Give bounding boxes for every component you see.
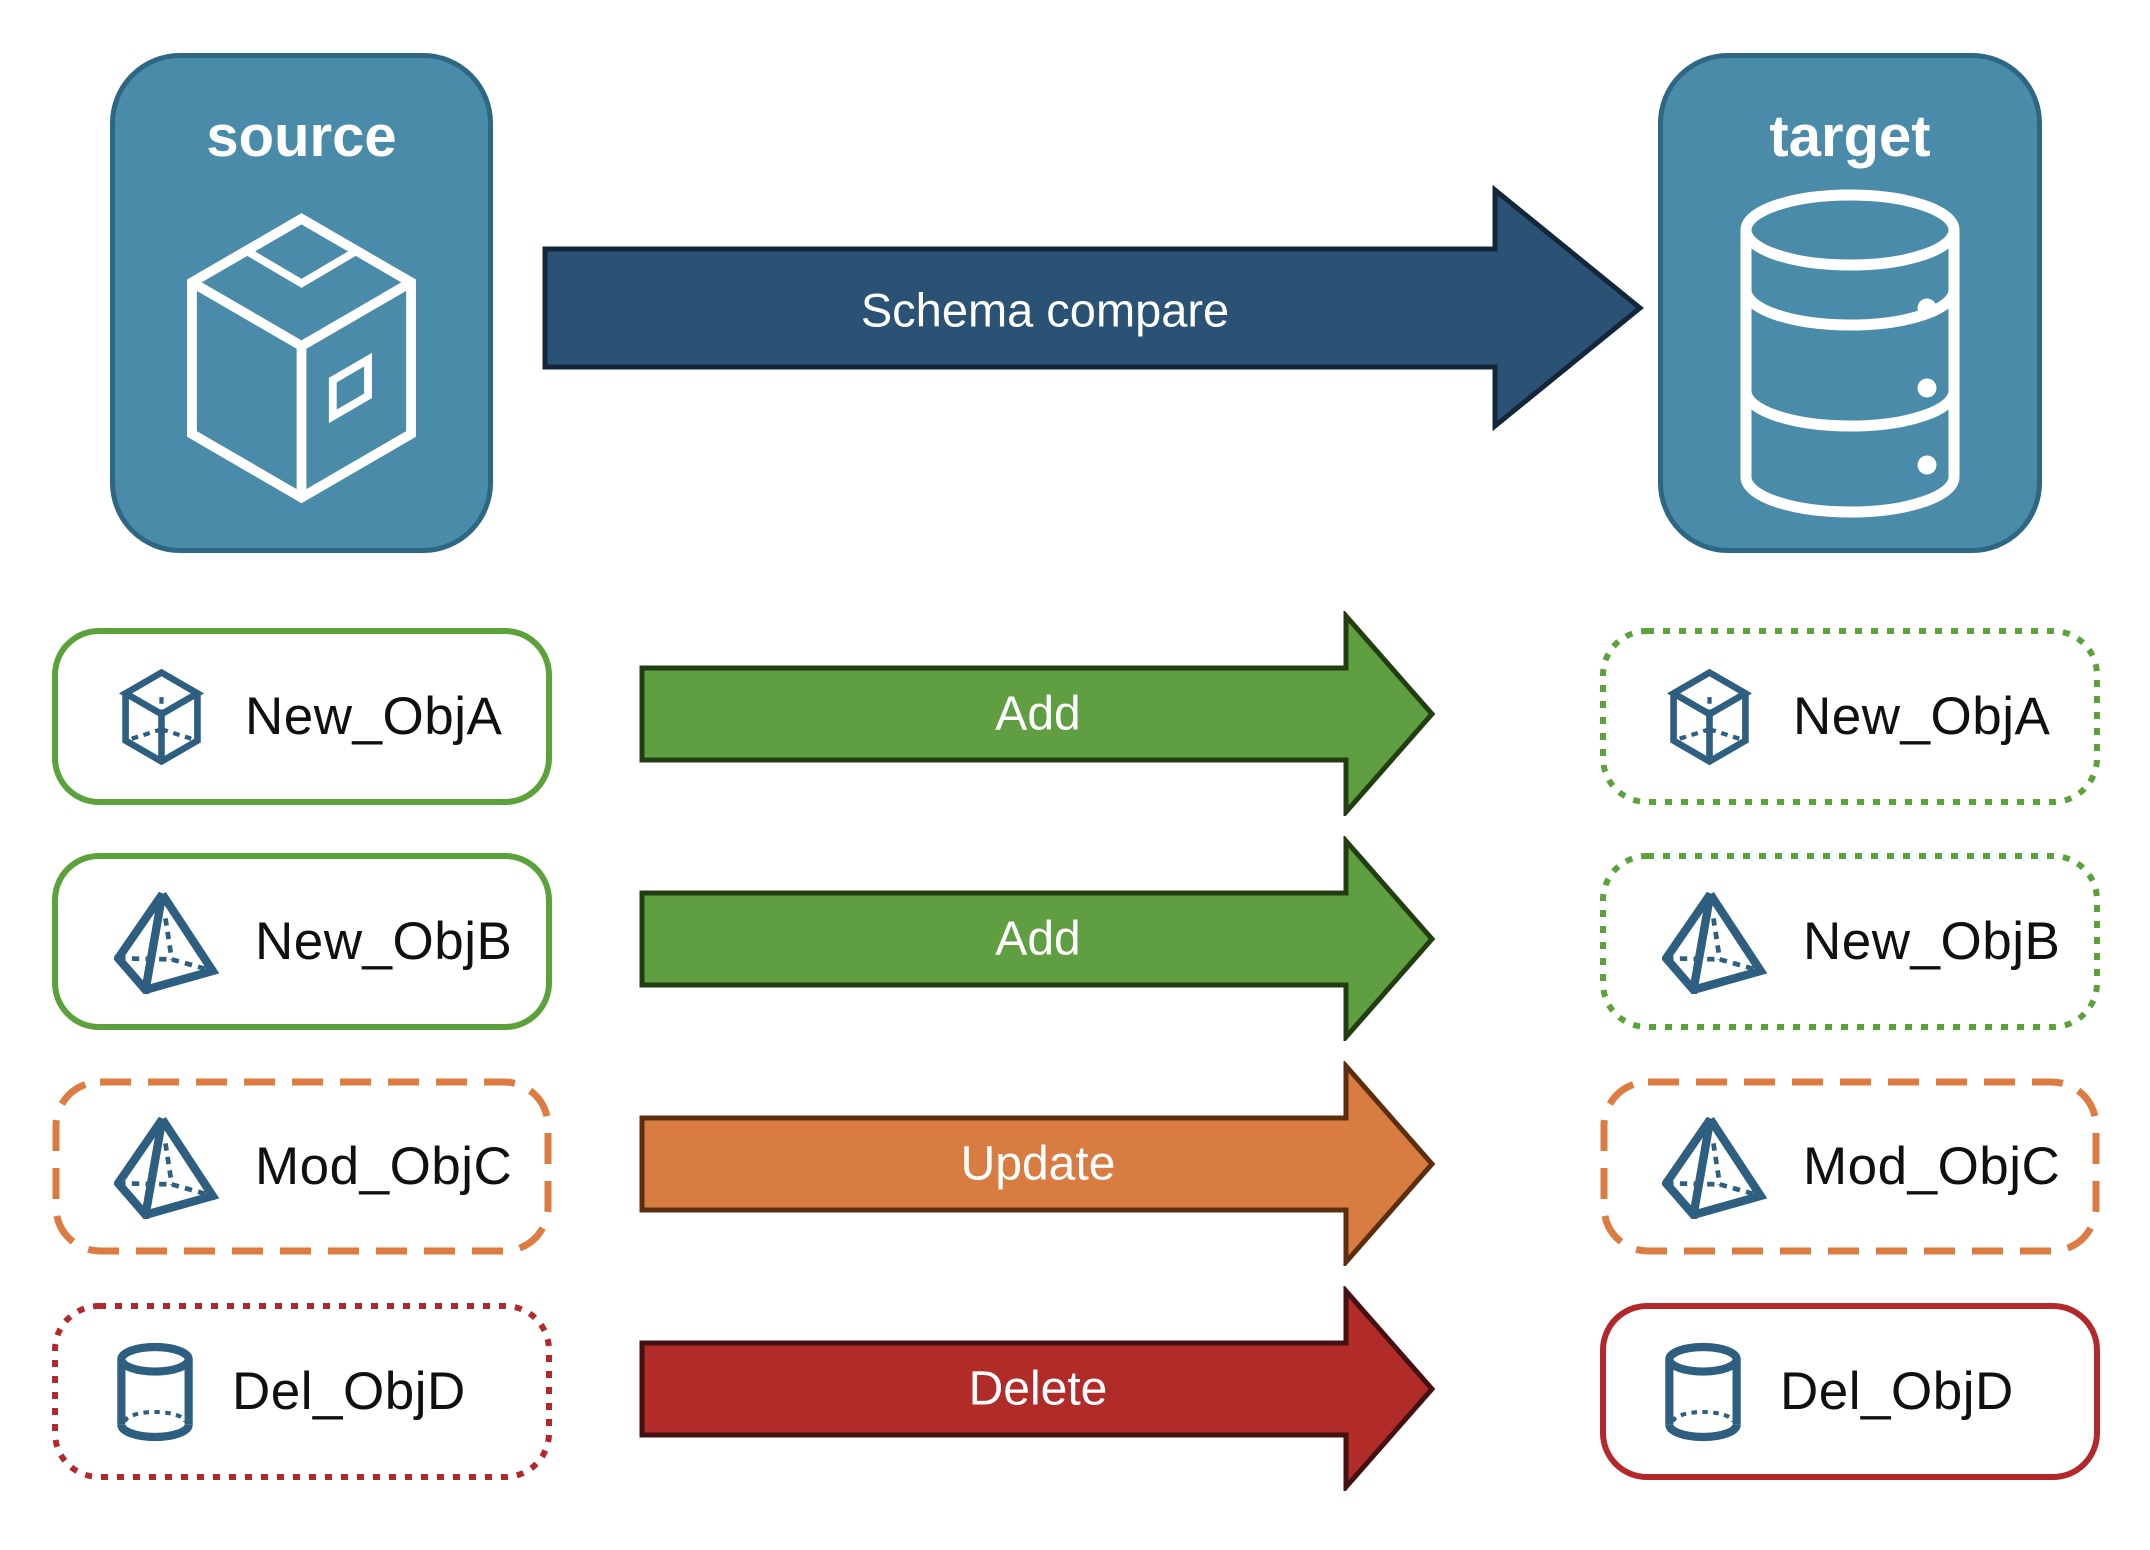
object-label: Del_ObjD [1780, 1362, 2014, 1421]
source-object-del-objd: Del_ObjD [52, 1303, 552, 1480]
object-label: New_ObjA [245, 687, 503, 746]
object-label: Mod_ObjC [255, 1137, 513, 1196]
delete-arrow-label: Delete [969, 1363, 1108, 1416]
add-arrow-label: Add [995, 688, 1080, 741]
pyramid-icon [114, 1114, 219, 1219]
cube-icon [114, 665, 209, 769]
delete-arrow: Delete [639, 1286, 1436, 1491]
object-box-border [52, 1303, 552, 1480]
cylinder-icon [114, 1342, 196, 1442]
source-object-new-objb: New_ObjB [52, 853, 552, 1030]
object-label: Del_ObjD [232, 1362, 466, 1421]
schema-compare-arrow: Schema compare [542, 185, 1644, 432]
cylinder-icon [1662, 1342, 1744, 1442]
package-box-icon [184, 209, 419, 522]
object-box-border [1600, 1303, 2100, 1480]
object-box-border [1600, 853, 2100, 1030]
object-box-border [52, 1078, 552, 1255]
object-box-border [52, 853, 552, 1030]
target-object-new-objb: New_ObjB [1600, 853, 2100, 1030]
add-arrow: Add [639, 611, 1436, 816]
target-object-new-obja: New_ObjA [1600, 628, 2100, 805]
source-object-new-obja: New_ObjA [52, 628, 552, 805]
target-node: target [1658, 53, 2042, 553]
pyramid-icon [1662, 889, 1767, 994]
target-object-del-objd: Del_ObjD [1600, 1303, 2100, 1480]
cube-icon [1662, 665, 1757, 769]
object-label: New_ObjA [1793, 687, 2051, 746]
object-label: New_ObjB [255, 912, 513, 971]
object-box-border [1600, 1078, 2100, 1255]
add-arrow: Add [639, 836, 1436, 1041]
update-arrow-label: Update [961, 1138, 1116, 1191]
schema-compare-arrow-shape [542, 185, 1644, 432]
source-label: source [206, 104, 397, 169]
object-label: Mod_ObjC [1803, 1137, 2061, 1196]
source-object-mod-objc: Mod_ObjC [52, 1078, 552, 1255]
object-box-border [52, 628, 552, 805]
pyramid-icon [1662, 1114, 1767, 1219]
add-arrow-label: Add [995, 913, 1080, 966]
object-box-border [1600, 628, 2100, 805]
object-label: New_ObjB [1803, 912, 2061, 971]
source-node: source [110, 53, 493, 553]
update-arrow: Update [639, 1061, 1436, 1266]
pyramid-icon [114, 889, 219, 994]
target-object-mod-objc: Mod_ObjC [1600, 1078, 2100, 1255]
database-icon [1735, 189, 1965, 519]
target-label: target [1769, 104, 1931, 169]
schema-compare-arrow-label: Schema compare [861, 284, 1229, 337]
